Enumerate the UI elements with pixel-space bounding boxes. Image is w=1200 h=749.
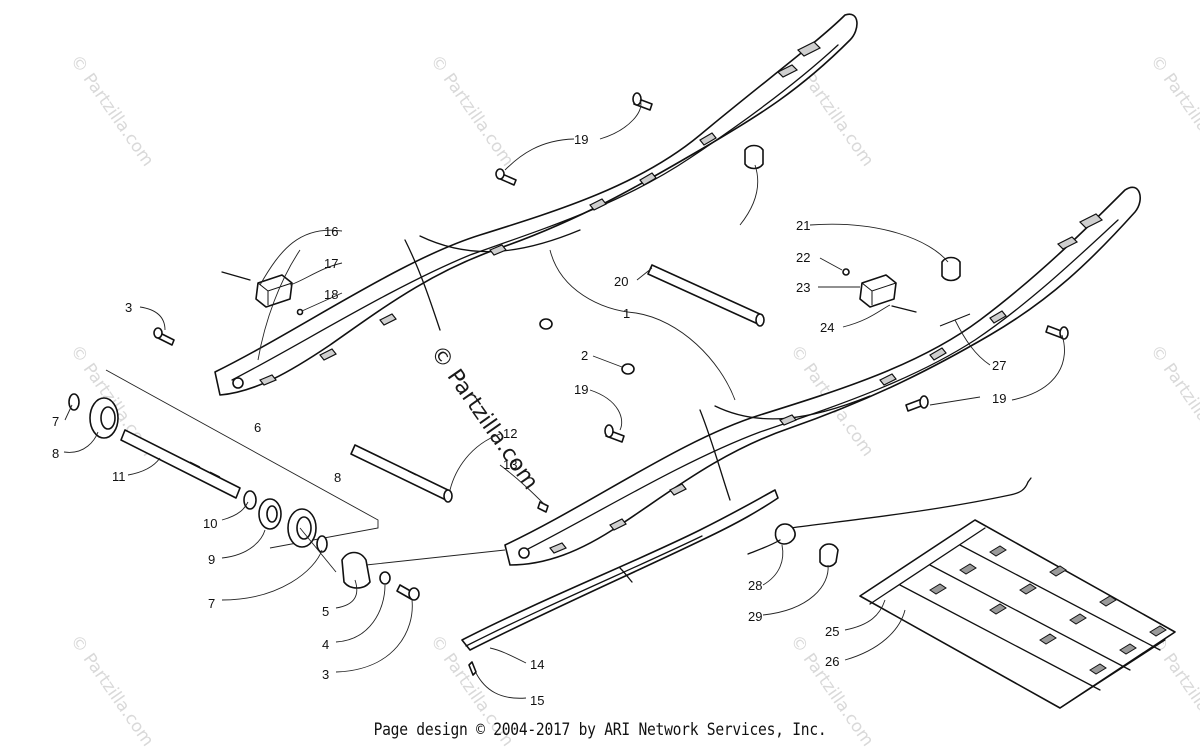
callout-9: 9	[208, 552, 215, 567]
callout-8a: 8	[52, 446, 59, 461]
callout-23: 23	[796, 280, 810, 295]
callout-4: 4	[322, 637, 329, 652]
callout-13: 13	[503, 457, 517, 472]
rail-rear	[214, 13, 858, 396]
track-lugs	[929, 545, 1167, 675]
watermark: © Partzilla.com	[1146, 51, 1200, 170]
hyfax-slide	[461, 489, 779, 676]
callout-7b: 7	[208, 596, 215, 611]
callout-26: 26	[825, 654, 839, 669]
watermark: © Partzilla.com	[66, 51, 158, 170]
callout-2: 2	[581, 348, 588, 363]
track	[859, 519, 1176, 709]
front-axle-assembly	[68, 369, 420, 601]
callout-18: 18	[324, 287, 338, 302]
callout-22: 22	[796, 250, 810, 265]
callout-16: 16	[324, 224, 338, 239]
watermark-center: © Partzilla.com	[425, 341, 543, 494]
callout-8b: 8	[334, 470, 341, 485]
spring-rod	[747, 477, 1032, 568]
callout-19c: 19	[992, 391, 1006, 406]
leader-lines	[63, 99, 1065, 699]
hardware	[153, 92, 1069, 513]
callout-3b: 3	[322, 667, 329, 682]
watermark: © Partzilla.com	[1146, 631, 1200, 749]
callout-11: 11	[112, 469, 126, 484]
callout-24: 24	[820, 320, 834, 335]
callout-15: 15	[530, 693, 544, 708]
callouts: 1 2 3 3 4 5 6 7 7 8 8 9 10 11 12 13 14 1…	[52, 132, 1006, 708]
callout-5: 5	[322, 604, 329, 619]
callout-20: 20	[614, 274, 628, 289]
page-footer: Page design © 2004-2017 by ARI Network S…	[373, 720, 827, 740]
callout-19b: 19	[574, 382, 588, 397]
callout-6: 6	[254, 420, 261, 435]
callout-19a: 19	[574, 132, 588, 147]
callout-3a: 3	[125, 300, 132, 315]
callout-28: 28	[748, 578, 762, 593]
callout-10: 10	[203, 516, 217, 531]
callout-7a: 7	[52, 414, 59, 429]
callout-1: 1	[623, 306, 630, 321]
callout-17: 17	[324, 256, 338, 271]
callout-12: 12	[503, 426, 517, 441]
callout-29: 29	[748, 609, 762, 624]
rail-front	[504, 186, 1141, 566]
callout-25: 25	[825, 624, 839, 639]
watermark: © Partzilla.com	[1146, 341, 1200, 460]
watermark: © Partzilla.com	[426, 51, 518, 170]
callout-21: 21	[796, 218, 810, 233]
callout-27: 27	[992, 358, 1006, 373]
callout-14: 14	[530, 657, 544, 672]
cross-shafts	[350, 264, 765, 503]
